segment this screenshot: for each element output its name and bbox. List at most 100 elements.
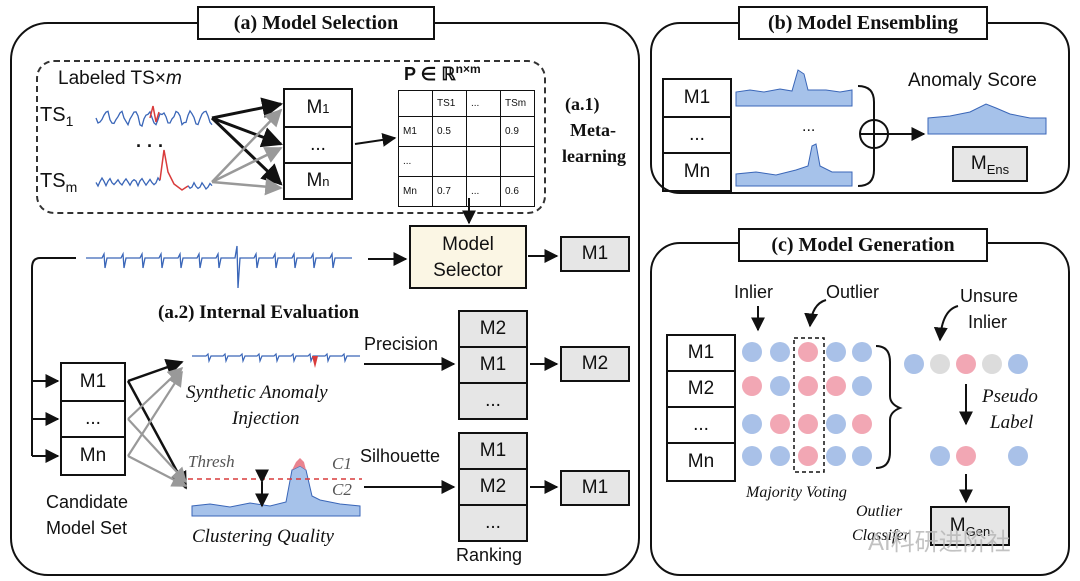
candidate-ellipsis: ... [62, 402, 124, 438]
meta-model-mn-main: M [306, 170, 323, 191]
model-selector-line1: Model [442, 234, 494, 255]
synthetic-label-1: Synthetic Anomaly [186, 382, 328, 403]
vote-dot [852, 446, 872, 466]
model-selector-box: Model Selector [409, 225, 527, 289]
ts-to-model-arrows [210, 97, 284, 186]
labeled-ts-label: Labeled TS×m [58, 68, 182, 90]
performance-matrix: TS1 ... TSm M1 0.5 0.9 ... Mn 0.7 ... 0.… [398, 90, 535, 207]
c1-label: C1 [332, 454, 352, 473]
model-selector-line2: Selector [433, 260, 503, 281]
vote-dot [742, 376, 762, 396]
ts1-anomaly [149, 105, 160, 123]
meta-model-ellipsis: ... [285, 128, 351, 164]
matrix-cell: ... [466, 176, 501, 207]
panel-b-title: (b) Model Ensembling [738, 6, 988, 40]
ensemble-signal-m1 [735, 69, 853, 107]
ensemble-mn: Mn [683, 161, 711, 182]
vote-dot [852, 414, 872, 434]
pseudo-label-dot [1008, 446, 1028, 466]
vote-dot [798, 342, 818, 362]
matrix-cell [432, 146, 467, 177]
vote-dot [798, 446, 818, 466]
matrix-row: ... [398, 146, 535, 177]
outlier-arrow [804, 299, 827, 328]
synthetic-anomaly [312, 356, 318, 368]
outlier-label: Outlier [826, 282, 880, 302]
internal-eval-label: (a.2) Internal Evaluation [158, 302, 360, 323]
c2-label: C2 [332, 480, 352, 499]
matrix-cell [500, 146, 535, 177]
vote-dot [742, 342, 762, 362]
ensemble-ellipsis: ... [664, 118, 730, 154]
ensemble-signal-mn [735, 143, 853, 187]
unsure-label-1: Unsure [960, 286, 1019, 306]
ensemble-m1: M1 [664, 80, 730, 118]
tsm-label: TSm [40, 170, 77, 195]
anomaly-score-label: Anomaly Score [908, 70, 1037, 91]
precision-rank-3: ... [485, 390, 501, 411]
meta-label-2: Meta- [570, 120, 616, 140]
matrix-row: Mn 0.7 ... 0.6 [398, 176, 535, 207]
generation-output-main: M [949, 515, 966, 536]
thresh-label: Thresh [188, 452, 235, 471]
clustering-label: Clustering Quality [192, 526, 334, 547]
silhouette-rank-2: M2 [460, 470, 526, 506]
precision-label: Precision [364, 334, 439, 354]
ranking-label: Ranking [456, 545, 523, 565]
matrix-cell: 0.7 [432, 176, 467, 207]
models-to-matrix-arrow [354, 132, 397, 147]
tsm-signal [95, 176, 213, 191]
ensemble-model-stack: M1 ... Mn [662, 78, 732, 192]
voting-brace [875, 345, 903, 469]
candidate-label-2: Model Set [46, 518, 128, 538]
voting-dots [742, 342, 1028, 466]
labeled-ts-text: Labeled TS× [58, 68, 166, 89]
ts1-main: TS [40, 104, 66, 126]
matrix-cell: 0.9 [500, 116, 535, 147]
vote-dot [852, 342, 872, 362]
unsure-dot [904, 354, 924, 374]
synthetic-signal [192, 352, 360, 364]
precision-rank-1: M2 [460, 312, 526, 348]
pseudo-label-1: Pseudo [982, 386, 1038, 407]
majority-voting-label: Majority Voting [746, 484, 847, 501]
ensemble-ellipsis-center: ... [802, 118, 816, 135]
tsm-main: TS [40, 170, 66, 192]
ts-ellipsis: · · · [136, 136, 164, 156]
matrix-header-row: TS1 ... TSm [398, 90, 535, 117]
candidate-mn: Mn [79, 445, 107, 466]
selector-output-m1: M1 [560, 236, 630, 272]
tsm-anomaly [159, 149, 189, 191]
silhouette-output-m1: M1 [560, 470, 630, 506]
panel-model-selection [10, 22, 640, 576]
silhouette-label: Silhouette [360, 446, 441, 466]
vote-dot [826, 342, 846, 362]
generation-output-sub: Gen [965, 523, 991, 539]
candidate-m1: M1 [62, 364, 124, 402]
ecg-to-candidates-line [31, 257, 76, 456]
vote-dot [770, 414, 790, 434]
meta-model-ellipsis-text: ... [310, 134, 326, 155]
vote-dot [798, 414, 818, 434]
unsure-dot [956, 354, 976, 374]
precision-rank-2: M1 [460, 348, 526, 384]
unsure-arrow [933, 305, 959, 342]
generation-output: MGen [930, 506, 1010, 546]
meta-label-3: learning [562, 146, 627, 166]
unsure-dot [1008, 354, 1028, 374]
meta-learning-region [36, 60, 546, 214]
unsure-dot [982, 354, 1002, 374]
pseudo-label-2: Label [990, 412, 1034, 433]
labeled-ts-m: m [165, 68, 182, 89]
meta-label-1: (a.1) [565, 94, 600, 114]
vote-dot [742, 414, 762, 434]
panel-c-title: (c) Model Generation [738, 228, 988, 262]
unsure-label-2: Inlier [968, 312, 1008, 332]
matrix-cell: TSm [500, 90, 535, 117]
vote-dot [742, 446, 762, 466]
pseudo-label-dot [956, 446, 976, 466]
clustering-peak [292, 458, 306, 470]
tsm-to-model-arrows [211, 108, 283, 196]
